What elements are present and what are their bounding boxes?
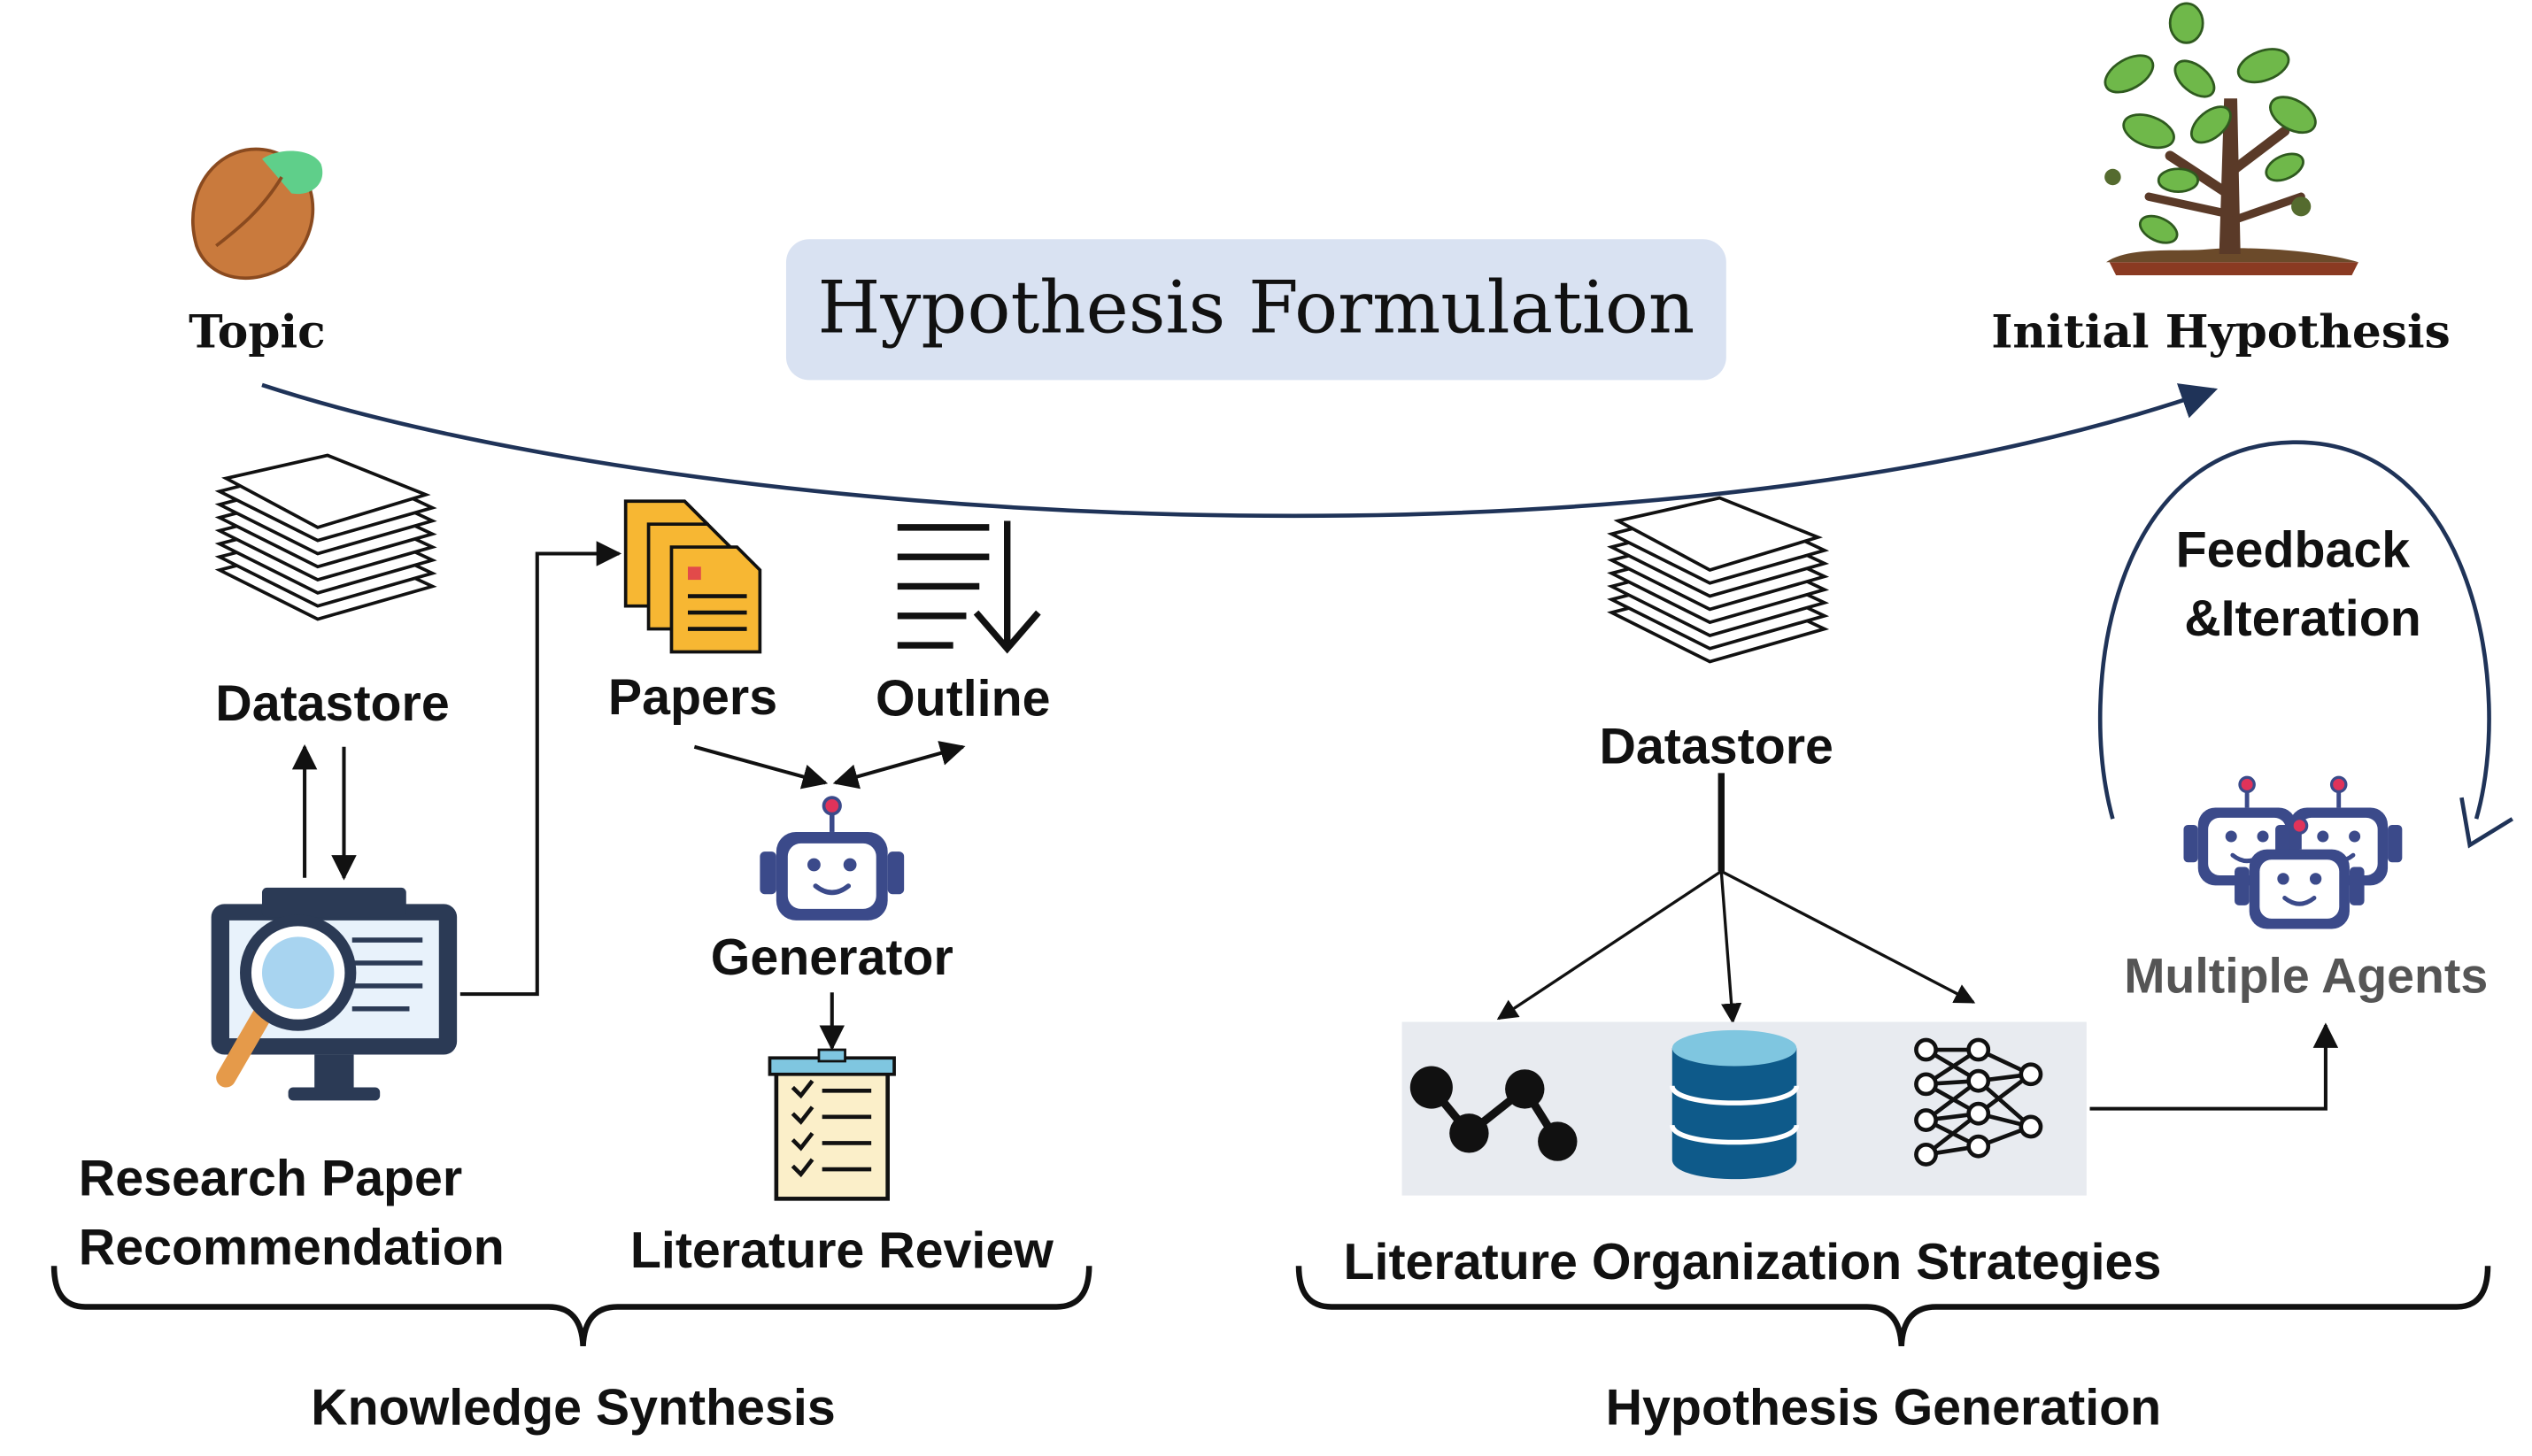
- graph-icon: [1409, 1066, 1578, 1161]
- checklist-icon: [768, 1048, 896, 1201]
- datastore-label-right: Datastore: [1600, 718, 1833, 774]
- multiple-agents-label: Multiple Agents: [2124, 948, 2488, 1003]
- topic-label: Topic: [189, 304, 326, 358]
- multi-robot-icon: [2183, 777, 2402, 928]
- strategy-arrow-network: [1720, 869, 1976, 1004]
- robot-icon: [760, 797, 904, 921]
- research-paper-label-1: Research Paper: [79, 1151, 462, 1207]
- knowledge-synthesis-brace: [50, 1266, 1092, 1347]
- strategy-arrow-graph: [1496, 869, 1723, 1021]
- initial-hypothesis-label: Initial Hypothesis: [1991, 304, 2451, 358]
- monitor-search-icon: [211, 887, 458, 1101]
- tree-icon: [2104, 2, 2358, 275]
- feedback-label-2: &Iteration: [2184, 590, 2421, 647]
- datastore-label-left: Datastore: [215, 675, 449, 732]
- feedback-loop-arrowhead: [2459, 797, 2514, 849]
- database-icon: [1670, 1029, 1800, 1180]
- strategies-to-agents-arrow: [2089, 1022, 2339, 1111]
- feedback-loop-arc: [2097, 440, 2491, 820]
- generator-label: Generator: [711, 929, 953, 986]
- recommendation-to-papers-arrow: [459, 541, 622, 997]
- papers-to-generator-arrow: [693, 744, 829, 790]
- title-box: [785, 239, 1726, 381]
- outline-icon: [897, 520, 1041, 654]
- research-paper-label-2: Recommendation: [79, 1219, 505, 1275]
- literature-review-label: Literature Review: [630, 1222, 1054, 1279]
- paper-stack-icon: [218, 453, 435, 621]
- generator-outline-arrow: [832, 741, 966, 790]
- hypothesis-generation-brace: [1295, 1266, 2491, 1347]
- outline-label: Outline: [876, 671, 1050, 728]
- strategies-label: Literature Organization Strategies: [1344, 1234, 2162, 1290]
- papers-icon: [623, 499, 762, 654]
- paper-stack-icon-right: [1610, 496, 1826, 664]
- neural-network-icon: [1914, 1037, 2043, 1167]
- diagram-title: Hypothesis Formulation: [817, 266, 1694, 351]
- topic-to-hypothesis-arc: [261, 382, 2219, 519]
- hypothesis-generation-label: Hypothesis Generation: [1606, 1380, 2162, 1437]
- papers-label: Papers: [608, 669, 777, 726]
- seed-icon: [191, 147, 323, 280]
- feedback-label-1: Feedback: [2176, 521, 2411, 578]
- knowledge-synthesis-label: Knowledge Synthesis: [311, 1380, 836, 1437]
- strategy-arrow-database: [1719, 871, 1742, 1024]
